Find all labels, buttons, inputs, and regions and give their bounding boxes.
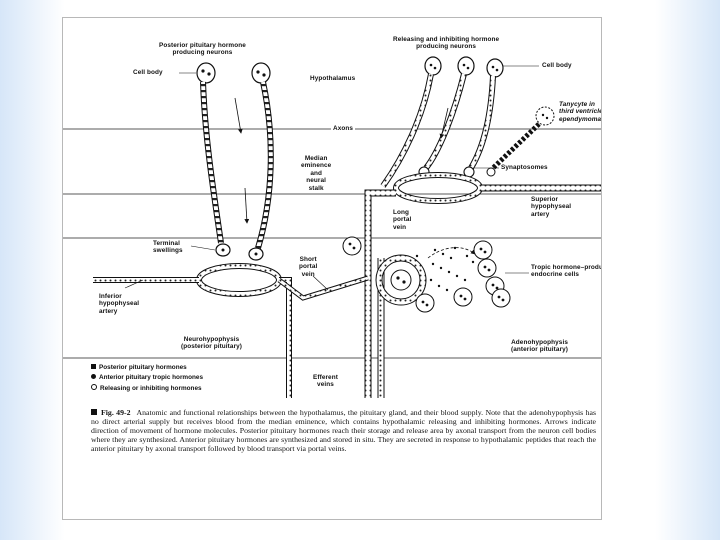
inferior-capillary-plexus bbox=[93, 263, 369, 398]
label-neurohypophysis: Neurohypophysis (posterior pituitary) bbox=[181, 336, 243, 351]
flow-arrow-left-2 bbox=[244, 187, 250, 224]
label-tanycyte: Tanycyte in third ventricle ependymoma bbox=[559, 101, 602, 123]
releasing-neuron-1 bbox=[380, 56, 442, 188]
caption-text: Anatomic and functional relationships be… bbox=[91, 408, 596, 454]
endocrine-cell-granules bbox=[348, 242, 505, 307]
secondary-capillary-plexus bbox=[375, 254, 427, 306]
label-axons: Axons bbox=[331, 125, 356, 133]
leader-short-portal bbox=[312, 275, 329, 291]
legend-label: Posterior pituitary hormones bbox=[99, 364, 187, 371]
legend-label: Releasing or inhibiting hormones bbox=[100, 385, 202, 392]
endocrine-cells bbox=[342, 236, 511, 313]
primary-capillary-plexus bbox=[393, 172, 601, 204]
label-adenohypophysis: Adenohypophysis (anterior pituitary) bbox=[511, 339, 569, 354]
legend-item-posterior: Posterior pituitary hormones bbox=[91, 364, 187, 371]
label-efferent-veins: Efferent veins bbox=[313, 374, 338, 389]
label-cell-body-left: Cell body bbox=[133, 69, 163, 76]
caption-number: Fig. 49-2 bbox=[101, 408, 131, 417]
label-releasing-neurons: Releasing and inhibiting hormone produci… bbox=[393, 36, 500, 51]
label-superior-artery: Superior hypophyseal artery bbox=[531, 196, 572, 218]
legend-item-releasing: Releasing or inhibiting hormones bbox=[91, 384, 202, 392]
label-inferior-artery: Inferior hypophyseal artery bbox=[99, 293, 140, 315]
hormone-molecules bbox=[415, 246, 475, 292]
releasing-neuron-3 bbox=[463, 58, 504, 178]
legend-label: Anterior pituitary tropic hormones bbox=[99, 374, 204, 381]
figure-panel: Posterior pituitary hormone producing ne… bbox=[62, 17, 602, 520]
label-median-eminence: Median eminence and neural stalk bbox=[301, 155, 332, 193]
label-cell-body-right: Cell body bbox=[542, 62, 572, 69]
legend-item-anterior: Anterior pituitary tropic hormones bbox=[91, 374, 203, 381]
label-posterior-neurons: Posterior pituitary hormone producing ne… bbox=[159, 42, 246, 57]
flow-arrow-right-1 bbox=[439, 107, 449, 139]
tropic-flow-arrow bbox=[427, 247, 476, 259]
label-short-portal-vein: Short portal vein bbox=[299, 256, 318, 278]
leader-inferior-artery bbox=[124, 279, 144, 289]
hypothalamus-pituitary-diagram bbox=[63, 56, 601, 398]
label-tropic-cells: Tropic hormone–producing endocrine cells bbox=[531, 264, 601, 279]
posterior-neuron-2 bbox=[248, 62, 274, 261]
label-hypothalamus: Hypothalamus bbox=[310, 75, 356, 82]
label-terminal-swellings: Terminal swellings bbox=[153, 240, 183, 255]
releasing-neuron-2 bbox=[418, 56, 475, 178]
leader-terminal bbox=[190, 245, 216, 251]
flow-arrow-left-1 bbox=[234, 97, 243, 134]
posterior-neuron-1 bbox=[196, 62, 231, 257]
label-synaptosomes: Synaptosomes bbox=[501, 164, 548, 171]
label-long-portal-vein: Long portal vein bbox=[393, 209, 412, 232]
caption-bullet-icon bbox=[91, 409, 97, 415]
figure-caption: Fig. 49-2 Anatomic and functional relati… bbox=[91, 408, 596, 453]
